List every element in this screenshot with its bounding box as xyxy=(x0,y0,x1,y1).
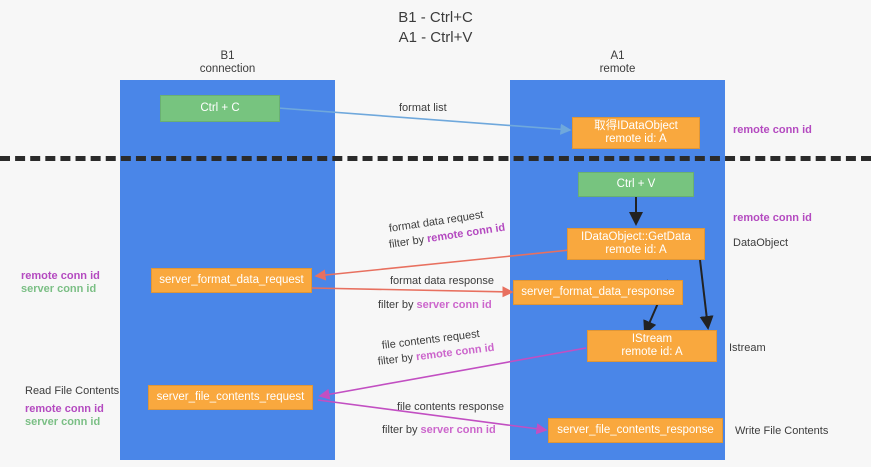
label-right-remote-conn-id-top: remote conn id xyxy=(733,124,812,136)
node-ctrl-v-line1: Ctrl + V xyxy=(616,177,656,190)
arrow-format-data-request xyxy=(314,249,571,281)
swimlane-header-b1-line1: B1 xyxy=(220,50,235,62)
label-format-list: format list xyxy=(399,102,447,114)
node-idataobject-getdata-line2: remote id: A xyxy=(605,244,667,256)
diagram-title-line1: B1 - Ctrl+C xyxy=(398,9,473,26)
label-file-contents-request-filter-prefix: filter by xyxy=(377,351,417,368)
label-left-remote-conn-id-1: remote conn id xyxy=(21,270,100,282)
node-server-format-data-request[interactable]: server_format_data_request xyxy=(151,268,312,293)
swimlane-header-a1-line2: remote xyxy=(599,63,636,75)
label-format-data-response-filter-key: server conn id xyxy=(416,299,492,311)
label-left-server-conn-id-1: server conn id xyxy=(21,283,97,295)
node-server-file-contents-request-line1: server_file_contents_request xyxy=(156,390,305,403)
node-idataobject-getdata-line1: IDataObject::GetData xyxy=(581,230,691,243)
node-idataobject-getdata[interactable]: IDataObject::GetData remote id: A xyxy=(567,228,705,260)
node-server-file-contents-request[interactable]: server_file_contents_request xyxy=(148,385,313,410)
arrow-format-data-response xyxy=(311,286,514,298)
node-istream[interactable]: IStream remote id: A xyxy=(587,330,717,362)
node-ctrl-c[interactable]: Ctrl + C xyxy=(160,95,280,122)
node-ctrl-c-line1: Ctrl + C xyxy=(200,101,240,114)
label-right-dataobject: DataObject xyxy=(733,237,789,249)
label-right-remote-conn-id-mid: remote conn id xyxy=(733,212,812,224)
label-format-data-request-filter-prefix: filter by xyxy=(388,233,429,251)
label-right-write-file-contents: Write File Contents xyxy=(735,425,829,437)
arrow-getdata-to-istream xyxy=(699,259,714,330)
node-get-idataobject-line2: remote id: A xyxy=(605,133,667,145)
label-left-server-conn-id-2: server conn id xyxy=(25,416,101,428)
node-ctrl-v[interactable]: Ctrl + V xyxy=(578,172,694,197)
diagram-title: B1 - Ctrl+C A1 - Ctrl+V xyxy=(0,8,871,48)
arrow-format-list xyxy=(277,107,572,135)
node-server-format-data-response[interactable]: server_format_data_response xyxy=(513,280,683,305)
node-server-file-contents-response[interactable]: server_file_contents_response xyxy=(548,418,723,443)
label-left-read-file-contents: Read File Contents xyxy=(25,385,120,397)
swimlane-header-a1-line1: A1 xyxy=(610,50,625,62)
arrow-file-contents-response xyxy=(317,399,548,435)
node-server-format-data-request-line1: server_format_data_request xyxy=(159,273,304,286)
label-file-contents-response-filter-key: server conn id xyxy=(420,424,496,436)
node-istream-line1: IStream xyxy=(631,332,673,345)
node-get-idataobject[interactable]: 取得IDataObject remote id: A xyxy=(572,117,700,149)
swimlane-header-a1: A1 remote xyxy=(510,50,725,76)
node-istream-line2: remote id: A xyxy=(621,346,683,358)
arrow-file-contents-request xyxy=(318,347,587,400)
label-file-contents-response: file contents response xyxy=(397,401,505,413)
label-file-contents-response-filter: filter by server conn id xyxy=(382,423,496,437)
node-server-file-contents-response-line1: server_file_contents_response xyxy=(557,423,714,436)
swimlane-header-b1-line2: connection xyxy=(199,63,256,75)
diagram-title-line2: A1 - Ctrl+V xyxy=(398,29,473,46)
label-format-data-response-filter-prefix: filter by xyxy=(378,299,417,311)
node-server-format-data-response-line1: server_format_data_response xyxy=(521,285,675,298)
label-format-data-response-filter: filter by server conn id xyxy=(378,298,492,312)
swimlane-header-b1: B1 connection xyxy=(120,50,335,76)
label-format-data-response: format data response xyxy=(390,275,494,287)
node-get-idataobject-line1: 取得IDataObject xyxy=(594,119,678,132)
phase-divider xyxy=(0,156,871,161)
label-right-istream: Istream xyxy=(729,342,766,354)
label-left-remote-conn-id-2: remote conn id xyxy=(25,403,104,415)
label-file-contents-response-filter-prefix: filter by xyxy=(382,424,421,436)
